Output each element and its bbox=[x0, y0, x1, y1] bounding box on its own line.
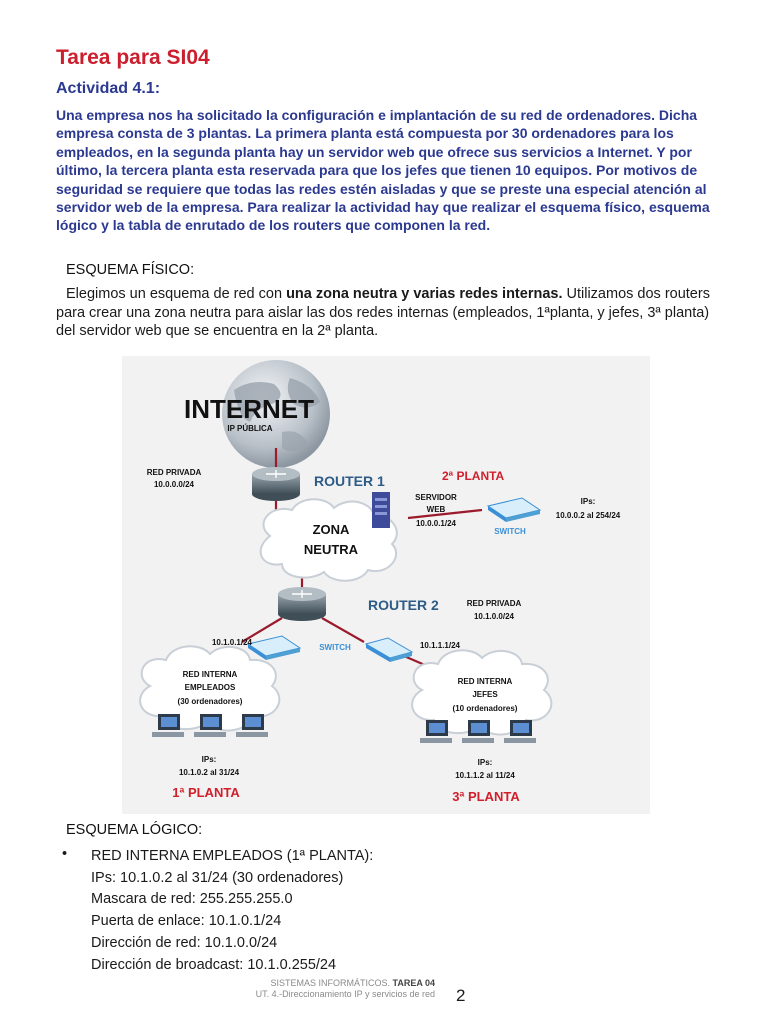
physical-text-emphasis: una zona neutra y varias redes internas. bbox=[286, 286, 562, 302]
web-server-ip: 10.0.0.1/24 bbox=[416, 519, 457, 528]
subnet-mask: Mascara de red: 255.255.255.0 bbox=[91, 889, 373, 911]
network-diagram: INTERNET IP PÚBLICA RED PRIVADA 10.0.0.0… bbox=[122, 356, 650, 814]
physical-scheme-text: Elegimos un esquema de red con una zona … bbox=[56, 285, 728, 341]
bullet-icon: • bbox=[62, 846, 67, 862]
internet-label: INTERNET bbox=[184, 394, 314, 424]
router-2-icon bbox=[278, 587, 326, 621]
private-net-1-value: 10.0.0.0/24 bbox=[154, 480, 195, 489]
employees-computers-icon bbox=[152, 714, 268, 737]
router-1-label: ROUTER 1 bbox=[314, 473, 385, 489]
bosses-label-1: RED INTERNA bbox=[458, 677, 513, 686]
employees-ips-value: 10.1.0.2 al 31/24 bbox=[179, 768, 240, 777]
server-ips-label: IPs: bbox=[581, 497, 596, 506]
private-net-2-value: 10.1.0.0/24 bbox=[474, 612, 515, 621]
employees-ips: IPs: 10.1.0.2 al 31/24 (30 ordenadores) bbox=[91, 868, 373, 890]
private-net-2-label: RED PRIVADA bbox=[467, 599, 522, 608]
neutral-zone-label-2: NEUTRA bbox=[304, 542, 359, 557]
employees-label-1: RED INTERNA bbox=[183, 670, 238, 679]
logical-scheme-list: • RED INTERNA EMPLEADOS (1ª PLANTA): IPs… bbox=[62, 846, 373, 976]
list-item: • RED INTERNA EMPLEADOS (1ª PLANTA): IPs… bbox=[62, 846, 373, 976]
footer-course-line: SISTEMAS INFORMÁTICOS. TAREA 04 bbox=[256, 978, 435, 989]
physical-scheme-heading: ESQUEMA FÍSICO: bbox=[66, 262, 194, 278]
floor-3-label: 3ª PLANTA bbox=[452, 789, 520, 804]
router-2-label: ROUTER 2 bbox=[368, 597, 439, 613]
footer-task: TAREA 04 bbox=[392, 978, 435, 988]
web-server-label-2: WEB bbox=[427, 505, 446, 514]
page-number: 2 bbox=[456, 986, 465, 1006]
network-address: Dirección de red: 10.1.0.0/24 bbox=[91, 933, 373, 955]
logical-scheme-heading: ESQUEMA LÓGICO: bbox=[66, 822, 202, 838]
bosses-label-2: JEFES bbox=[472, 690, 498, 699]
web-server-icon bbox=[372, 492, 390, 528]
diagram-background bbox=[122, 356, 650, 814]
activity-heading: Actividad 4.1: bbox=[56, 80, 160, 98]
activity-description: Una empresa nos ha solicitado la configu… bbox=[56, 106, 726, 235]
web-server-label-1: SERVIDOR bbox=[415, 493, 457, 502]
bosses-computers-icon bbox=[420, 720, 536, 743]
page-title: Tarea para SI04 bbox=[56, 46, 210, 70]
employees-ips-label: IPs: bbox=[202, 755, 217, 764]
page-footer: SISTEMAS INFORMÁTICOS. TAREA 04 UT. 4.-D… bbox=[256, 978, 435, 1000]
footer-unit: UT. 4.-Direccionamiento IP y servicios d… bbox=[256, 989, 435, 1000]
broadcast-address: Dirección de broadcast: 10.1.0.255/24 bbox=[91, 955, 373, 977]
bosses-label-3: (10 ordenadores) bbox=[453, 704, 518, 713]
bosses-ips-label: IPs: bbox=[478, 758, 493, 767]
server-ips-value: 10.0.0.2 al 254/24 bbox=[556, 511, 621, 520]
employees-label-3: (30 ordenadores) bbox=[178, 697, 243, 706]
footer-course: SISTEMAS INFORMÁTICOS. bbox=[270, 978, 390, 988]
private-net-1-label: RED PRIVADA bbox=[147, 468, 202, 477]
center-switch-label: SWITCH bbox=[319, 643, 351, 652]
public-ip-label: IP PÚBLICA bbox=[227, 424, 272, 433]
employees-label-2: EMPLEADOS bbox=[185, 683, 236, 692]
neutral-zone-label-1: ZONA bbox=[313, 522, 350, 537]
right-switch-ip: 10.1.1.1/24 bbox=[420, 641, 461, 650]
gateway: Puerta de enlace: 10.1.0.1/24 bbox=[91, 911, 373, 933]
router-1-icon bbox=[252, 467, 300, 501]
server-switch-label: SWITCH bbox=[494, 527, 526, 536]
physical-text-start: Elegimos un esquema de red con bbox=[66, 286, 286, 302]
floor-1-label: 1ª PLANTA bbox=[172, 785, 240, 800]
left-switch-ip: 10.1.0.1/24 bbox=[212, 638, 253, 647]
bosses-ips-value: 10.1.1.2 al 11/24 bbox=[455, 771, 515, 780]
employees-network-title: RED INTERNA EMPLEADOS (1ª PLANTA): bbox=[91, 846, 373, 868]
floor-2-label: 2ª PLANTA bbox=[442, 469, 505, 483]
